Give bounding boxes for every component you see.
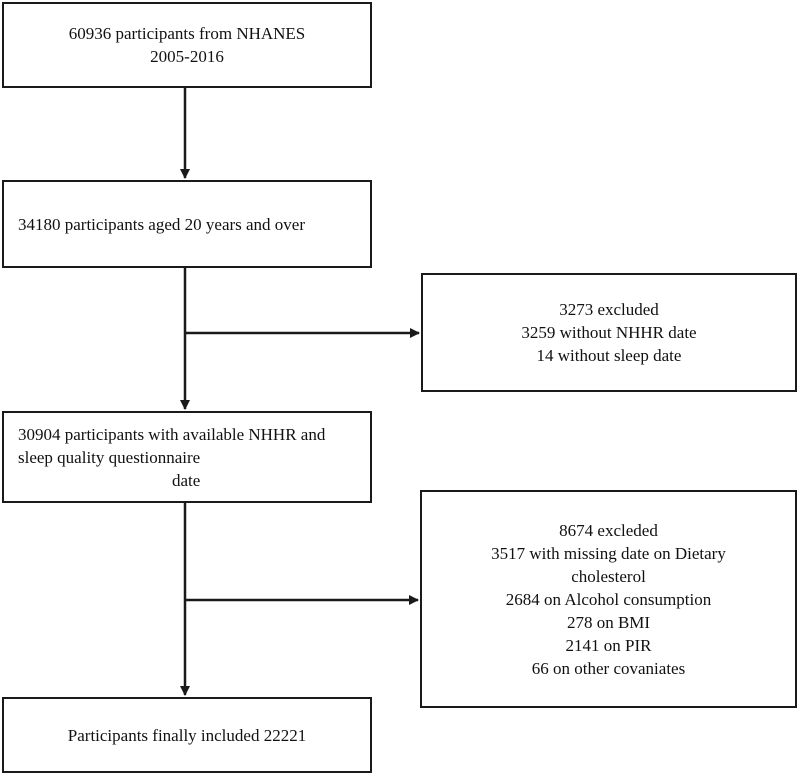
exclusion2-line-2: 3517 with missing date on Dietary xyxy=(491,543,726,563)
exclusion2-line-4: 2684 on Alcohol consumption xyxy=(505,589,712,609)
start-line-1: 60936 participants from NHANES xyxy=(68,24,306,43)
exclusion1-line-1: 3273 excluded xyxy=(559,300,659,319)
available-line-3: date xyxy=(172,470,201,490)
exclusion2-line-6: 2141 on PIR xyxy=(565,635,652,655)
aged-box: 34180 participants aged 20 years and ove… xyxy=(2,180,372,268)
final-box: Participants finally included 22221 xyxy=(2,697,372,773)
available-box: 30904 participants with available NHHR a… xyxy=(2,411,372,503)
exclusion2-box: 8674 excleded 3517 with missing date on … xyxy=(420,490,797,708)
exclusion2-line-5: 278 on BMI xyxy=(566,612,651,632)
aged-line-1: 34180 participants aged 20 years and ove… xyxy=(18,214,306,234)
exclusion2-line-3: cholesterol xyxy=(571,566,646,586)
start-box: 60936 participants from NHANES 2005-2016 xyxy=(2,2,372,88)
exclusion2-line-1: 8674 excleded xyxy=(559,520,658,540)
start-line-2: 2005-2016 xyxy=(150,47,224,66)
exclusion1-box: 3273 excluded 3259 without NHHR date 14 … xyxy=(421,273,797,392)
exclusion2-line-7: 66 on other covaniates xyxy=(531,658,686,678)
available-line-2: sleep quality questionnaire xyxy=(18,447,201,467)
available-line-1: 30904 participants with available NHHR a… xyxy=(18,424,326,444)
final-line-1: Participants finally included 22221 xyxy=(67,725,307,745)
exclusion1-line-3: 14 without sleep date xyxy=(536,346,682,365)
exclusion1-line-2: 3259 without NHHR date xyxy=(521,323,697,342)
